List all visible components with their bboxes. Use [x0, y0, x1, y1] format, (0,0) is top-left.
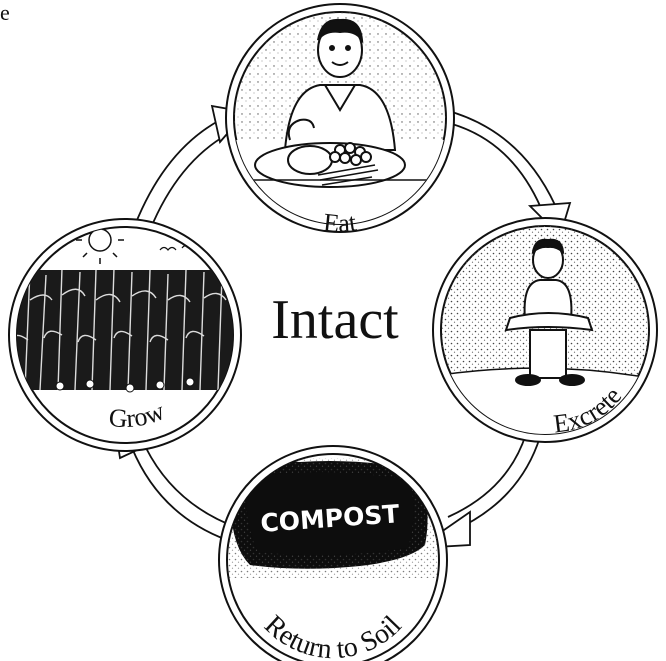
node-excrete: Excrete	[432, 217, 658, 447]
arrow-eat-to-excrete	[444, 109, 572, 238]
cycle-center-title: Intact	[271, 289, 399, 351]
top-caption-fragment: e	[0, 0, 10, 25]
node-grow: Grow	[8, 218, 242, 452]
person-on-toilet-icon	[504, 238, 594, 386]
person-eating-icon	[234, 18, 446, 188]
node-return-to-soil: COMPOST Return to Soil	[218, 445, 448, 661]
corn-field-icon	[17, 267, 233, 393]
node-eat: Eat	[225, 3, 455, 238]
node-label-eat: Eat	[322, 207, 359, 238]
